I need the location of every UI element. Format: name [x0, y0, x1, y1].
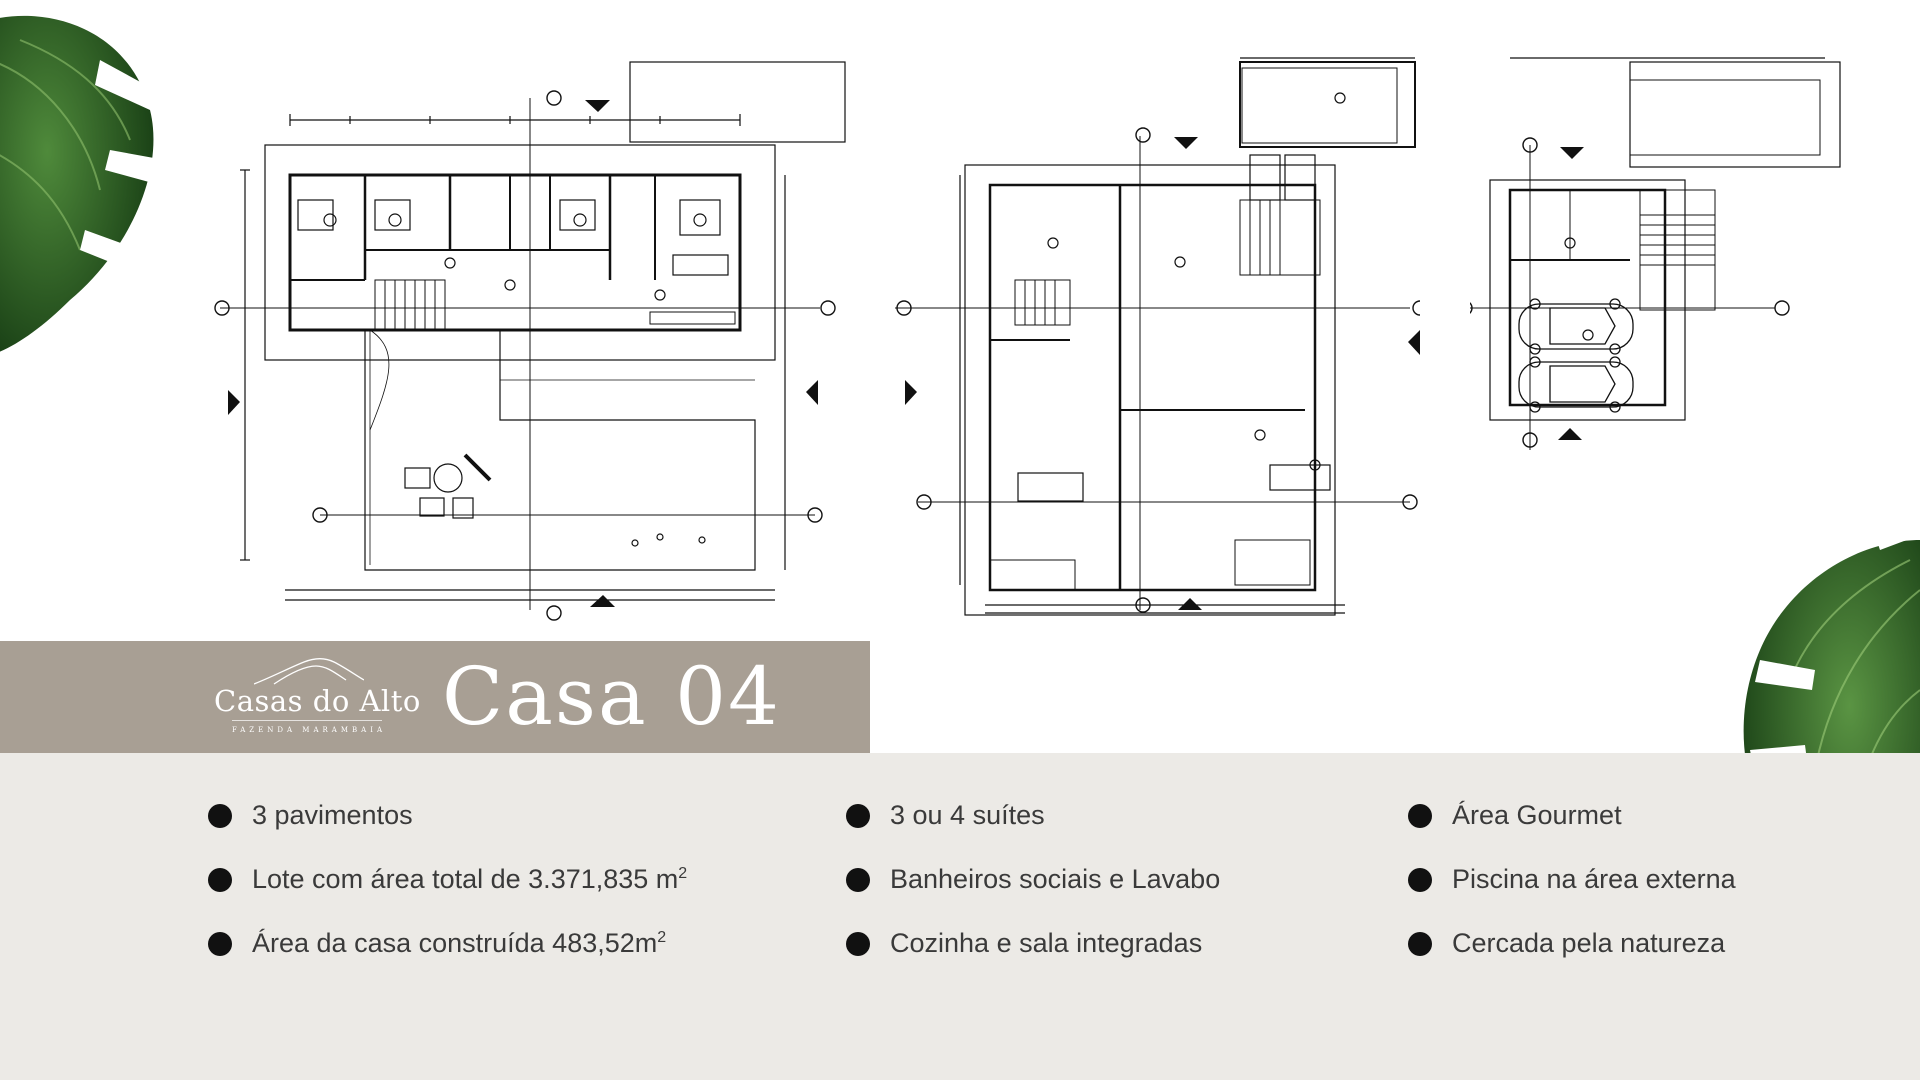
feature-item: Área da casa construída 483,52m2	[208, 923, 687, 987]
feature-text: 3 pavimentos	[252, 800, 413, 830]
feature-text: Piscina na área externa	[1452, 864, 1736, 894]
feature-text: Cozinha e sala integradas	[890, 928, 1203, 958]
floor-plan-upper	[210, 50, 850, 630]
feature-superscript: 2	[657, 929, 667, 946]
feature-text: Banheiros sociais e Lavabo	[890, 864, 1221, 894]
feature-item: 3 pavimentos	[208, 795, 687, 859]
title-banner	[0, 641, 870, 753]
bullet-icon	[846, 868, 870, 892]
bullet-icon	[208, 932, 232, 956]
brand-name: Casas do Alto	[214, 684, 421, 718]
car-icon	[1518, 356, 1634, 413]
feature-superscript: 2	[678, 865, 688, 882]
house-title: Casa 04	[442, 650, 781, 743]
features-column: 3 pavimentos Lote com área total de 3.37…	[208, 795, 687, 987]
bullet-icon	[1408, 932, 1432, 956]
floor-plan-ground	[890, 50, 1420, 620]
feature-text: Lote com área total de 3.371,835 m	[252, 864, 679, 894]
monstera-leaf-icon	[0, 15, 165, 352]
features-column: 3 ou 4 suítes Banheiros sociais e Lavabo…	[846, 795, 1220, 987]
bullet-icon	[1408, 804, 1432, 828]
bullet-icon	[846, 804, 870, 828]
feature-text: Área Gourmet	[1452, 800, 1622, 830]
feature-item: 3 ou 4 suítes	[846, 795, 1220, 859]
bullet-icon	[1408, 868, 1432, 892]
feature-text: 3 ou 4 suítes	[890, 800, 1045, 830]
feature-item: Piscina na área externa	[1408, 859, 1736, 923]
car-icon	[1518, 298, 1634, 355]
feature-item: Banheiros sociais e Lavabo	[846, 859, 1220, 923]
bullet-icon	[846, 932, 870, 956]
feature-text: Área da casa construída 483,52m	[252, 928, 658, 958]
floor-plan-lower	[1470, 50, 1850, 460]
brand-logo: Casas do Alto FAZENDA MARAMBAIA	[214, 654, 421, 744]
features-band	[0, 753, 1920, 1080]
brand-divider	[232, 720, 382, 721]
features-column: Área Gourmet Piscina na área externa Cer…	[1408, 795, 1736, 987]
brand-subtitle: FAZENDA MARAMBAIA	[231, 726, 387, 734]
feature-item: Cercada pela natureza	[1408, 923, 1736, 987]
bullet-icon	[208, 868, 232, 892]
feature-item: Lote com área total de 3.371,835 m2	[208, 859, 687, 923]
mountain-logo-icon	[254, 657, 364, 685]
feature-text: Cercada pela natureza	[1452, 928, 1726, 958]
feature-item: Área Gourmet	[1408, 795, 1736, 859]
bullet-icon	[208, 804, 232, 828]
feature-item: Cozinha e sala integradas	[846, 923, 1220, 987]
